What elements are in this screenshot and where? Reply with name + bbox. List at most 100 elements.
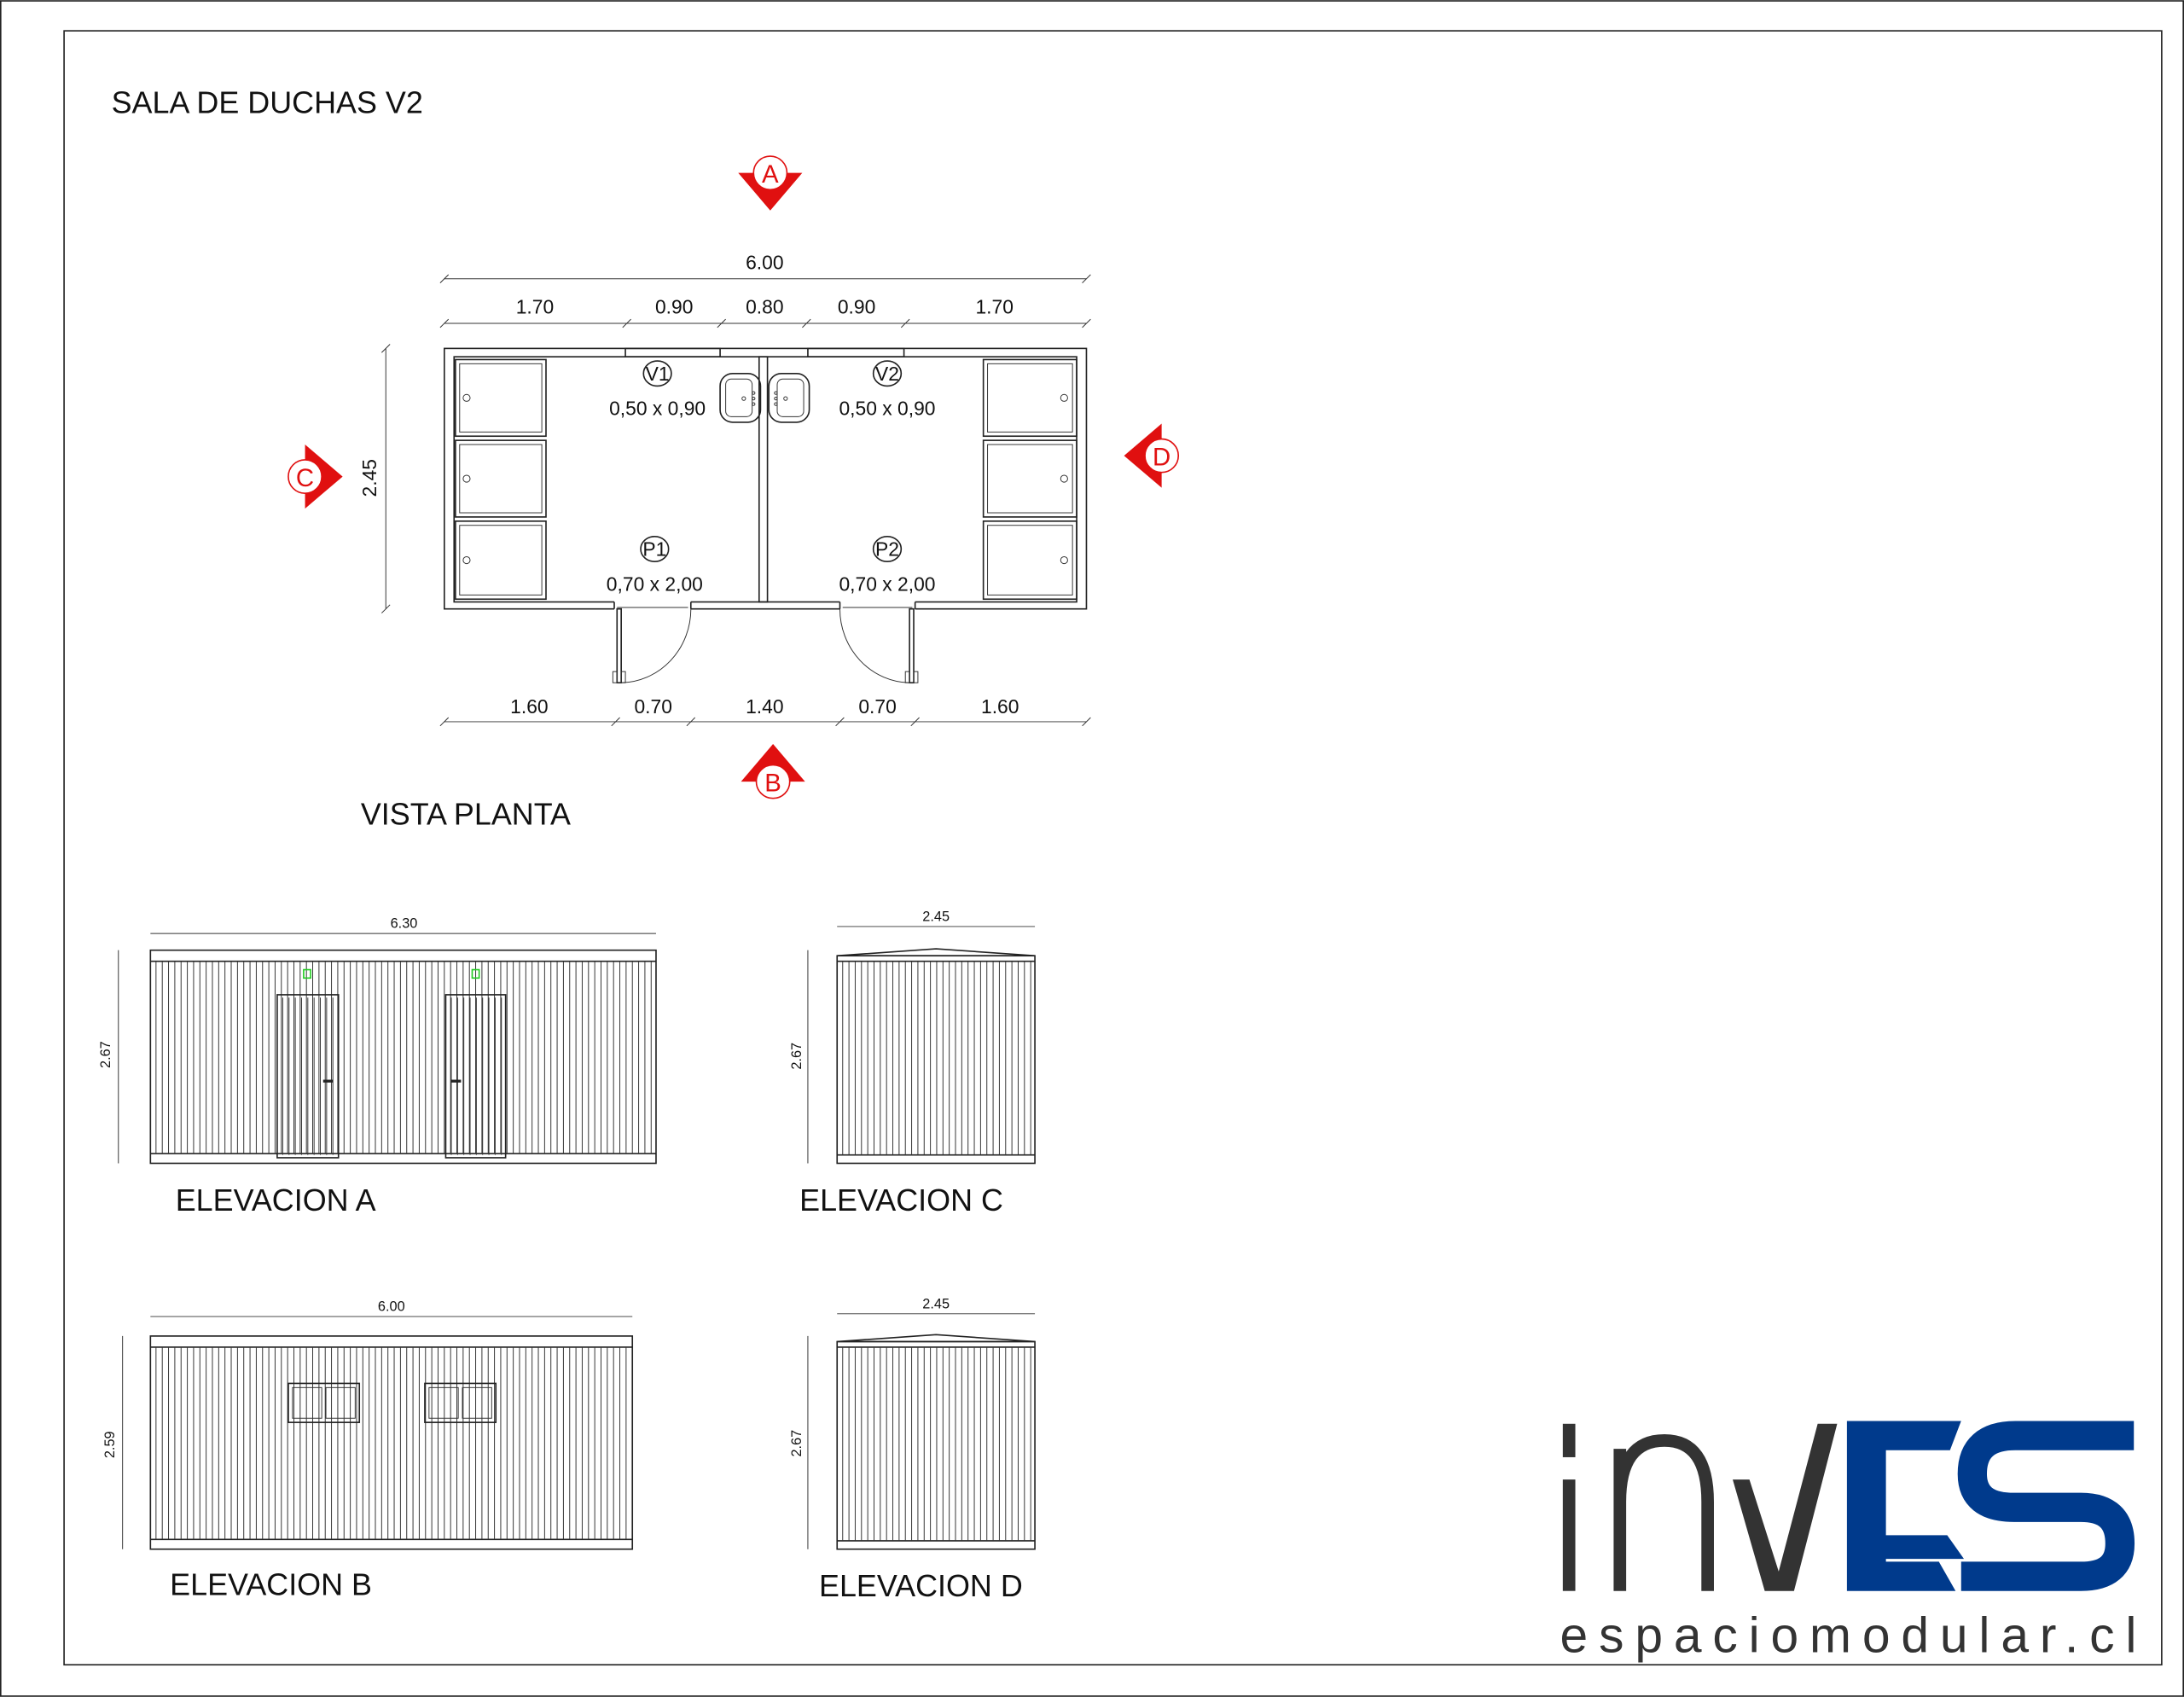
locker	[982, 358, 1077, 438]
dim-bottom: 0.70	[634, 695, 671, 718]
marker-d-letter: D	[1153, 444, 1170, 472]
dim-top: 0.80	[746, 296, 783, 318]
elev-c-width: 2.45	[922, 909, 950, 924]
window-tag-v1: V1	[646, 363, 670, 385]
dim-bottom: 1.60	[981, 695, 1019, 718]
locker	[982, 520, 1077, 601]
section-marker-a[interactable]: A	[738, 155, 803, 211]
dimension-tick	[381, 604, 391, 613]
dimension-tick	[439, 717, 450, 727]
marker-c-letter: C	[296, 464, 314, 492]
tag-circle	[642, 360, 672, 387]
elev-a-width: 6.30	[391, 916, 418, 932]
door-tag-p1: P1	[642, 538, 666, 561]
elev-c-label: ELEVACION C	[799, 1183, 1003, 1218]
tag-circle	[872, 360, 903, 387]
locker-knob-icon	[1060, 474, 1068, 483]
locker-knob-icon	[1060, 393, 1068, 402]
elev-c-height: 2.67	[789, 1043, 804, 1070]
dimension-tick	[802, 318, 811, 328]
window-v1-elevation	[288, 1382, 361, 1423]
dimension-tick	[381, 344, 391, 353]
dim-total-width: 6.00	[746, 251, 783, 273]
locker-knob-icon	[462, 393, 471, 402]
elev-a-label: ELEVACION A	[176, 1183, 376, 1218]
sink-right	[768, 372, 810, 423]
door-opening-p1	[614, 600, 691, 612]
door-swing-p1	[612, 607, 692, 684]
dimension-tick	[900, 318, 910, 328]
door-size-p2: 0,70 x 2,00	[839, 572, 935, 595]
logo-domain: espaciomodular.cl	[1560, 1608, 2137, 1664]
window-size-v1: 0,50 x 0,90	[609, 398, 706, 420]
dimension-tick	[611, 717, 620, 727]
sheet-title: SALA DE DUCHAS V2	[112, 84, 423, 119]
dimension-tick	[1082, 717, 1091, 727]
locker-door	[987, 525, 1073, 596]
elev-b-label: ELEVACION B	[170, 1567, 372, 1602]
locker	[982, 439, 1077, 518]
marker-b-letter: B	[764, 770, 781, 798]
window-size-v2: 0,50 x 0,90	[839, 398, 935, 420]
door-handle-icon	[450, 1079, 462, 1083]
tag-circle	[640, 535, 670, 562]
dim-top: 1.70	[516, 296, 554, 318]
elev-d-height: 2.67	[789, 1430, 804, 1457]
section-marker-b[interactable]: B	[741, 744, 805, 799]
dim-top: 0.90	[655, 296, 693, 318]
window-v2	[807, 347, 905, 357]
vent-marker	[303, 968, 311, 979]
logo-inv-mark	[1562, 1423, 1838, 1591]
elevation-a: 6.30 2.67 ELEVACION A	[98, 916, 657, 1218]
dim-depth: 2.45	[358, 459, 380, 497]
dimension-tick	[835, 717, 845, 727]
vent-marker	[471, 968, 480, 979]
dimension-tick	[622, 318, 631, 328]
elev-b-height: 2.59	[102, 1431, 118, 1458]
dim-bottom: 1.40	[746, 695, 783, 718]
company-logo: espaciomodular.cl	[1560, 1421, 2137, 1664]
dimension-tick	[686, 717, 696, 727]
dimension-tick	[1082, 318, 1091, 328]
dim-top: 1.70	[975, 296, 1013, 318]
elev-d-label: ELEVACION D	[819, 1568, 1023, 1603]
locker-knob-icon	[1060, 555, 1068, 565]
locker	[455, 358, 547, 438]
door-handle-icon	[322, 1079, 334, 1083]
elevation-b: 6.00 2.59 ELEVACION B	[102, 1299, 634, 1602]
plan-label: VISTA PLANTA	[361, 797, 571, 832]
dimension-tick	[717, 318, 726, 328]
locker-door	[987, 444, 1073, 514]
dim-bottom: 0.70	[858, 695, 896, 718]
locker-knob-icon	[462, 474, 471, 483]
dimension-tick	[1082, 274, 1091, 283]
locker-door	[459, 363, 543, 433]
sink-left	[719, 372, 762, 423]
dimension-tick	[910, 717, 920, 727]
window-tag-v2: V2	[875, 363, 899, 385]
lockers	[455, 358, 1077, 601]
dimension-tick	[439, 274, 450, 283]
locker-door	[459, 444, 543, 514]
elev-d-width: 2.45	[922, 1296, 950, 1311]
drawing-frame	[63, 30, 2163, 1666]
dim-top: 0.90	[838, 296, 875, 318]
dimension-tick	[439, 318, 450, 328]
logo-es-mark	[1846, 1421, 2135, 1591]
door-size-p1: 0,70 x 2,00	[607, 572, 703, 595]
door-p2-elevation	[444, 994, 507, 1159]
outer-wall	[444, 347, 1088, 610]
window-v1	[624, 347, 721, 357]
locker	[455, 520, 547, 601]
section-marker-c[interactable]: C	[288, 445, 343, 509]
section-marker-d[interactable]: D	[1124, 423, 1180, 488]
door-opening-p2	[839, 600, 915, 612]
door-p1-elevation	[276, 994, 340, 1159]
door-tag-p2: P2	[875, 538, 899, 561]
dim-bottom: 1.60	[510, 695, 548, 718]
elev-b-width: 6.00	[378, 1299, 405, 1315]
elevation-d: 2.45 2.67 ELEVACION D	[789, 1296, 1036, 1603]
window-v2-elevation	[424, 1382, 497, 1423]
